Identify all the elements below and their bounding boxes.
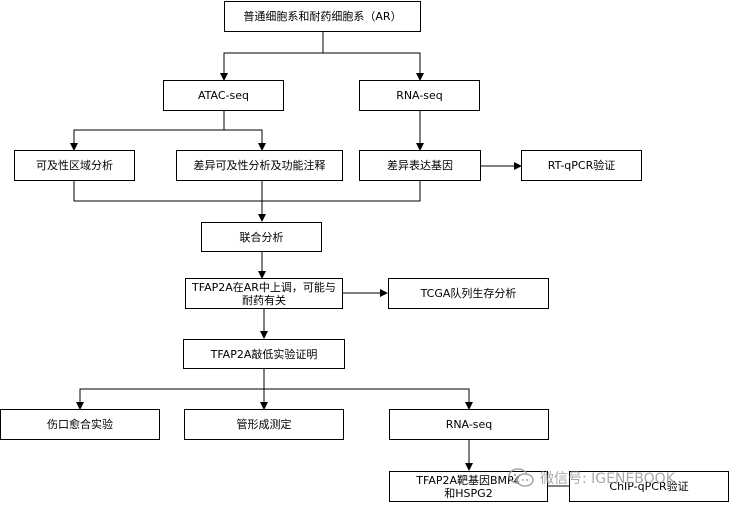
node-chip-qpcr: ChIP-qPCR验证 — [569, 471, 729, 502]
node-tcga-survival: TCGA队列生存分析 — [388, 278, 549, 309]
node-atac-seq: ATAC-seq — [163, 80, 284, 111]
node-accessibility-analysis: 可及性区域分析 — [14, 150, 135, 181]
node-rna-seq-2: RNA-seq — [389, 409, 549, 440]
node-joint-analysis: 联合分析 — [201, 222, 322, 252]
edge-atac-diffaccess — [224, 129, 266, 151]
node-tfap2a-knockdown: TFAP2A敲低实验证明 — [183, 339, 345, 369]
node-tfap2a-upregulated: TFAP2A在AR中上调，可能与 耐药有关 — [185, 278, 343, 309]
edge-knockdown-wound — [76, 388, 264, 410]
node-rt-qpcr: RT-qPCR验证 — [521, 150, 642, 181]
wechat-icon — [508, 468, 534, 487]
node-rna-seq-1: RNA-seq — [359, 80, 480, 111]
edge-atac-access — [70, 129, 224, 151]
edge-root-atac — [220, 52, 323, 81]
node-diff-accessibility: 差异可及性分析及功能注释 — [176, 150, 343, 181]
node-root: 普通细胞系和耐药细胞系（AR） — [224, 1, 421, 32]
edge-merge — [73, 181, 421, 202]
edge-knockdown-rna2 — [264, 388, 473, 410]
node-wound-healing: 伤口愈合实验 — [0, 409, 160, 440]
node-diff-expression: 差异表达基因 — [359, 150, 481, 181]
watermark-text: 微信号: IGENEBOOK — [540, 471, 675, 487]
edge-root-rna — [323, 52, 424, 81]
watermark: 微信号: IGENEBOOK — [508, 468, 675, 488]
node-tube-formation: 管形成测定 — [184, 409, 344, 440]
